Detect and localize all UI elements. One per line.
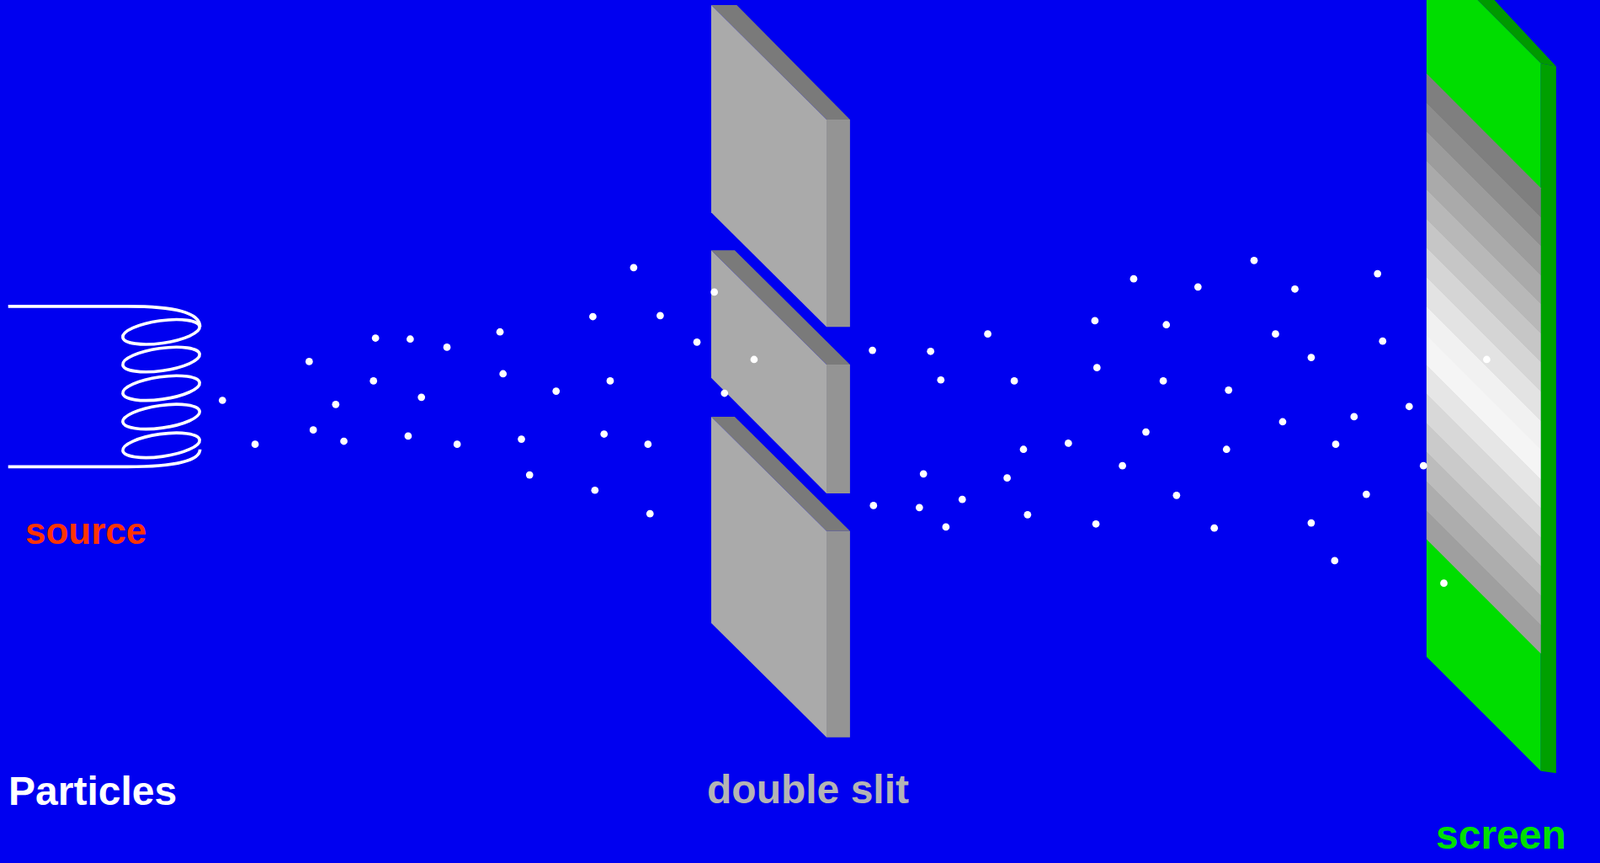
filament-lead: [8, 306, 201, 327]
plate-side: [826, 119, 851, 327]
particle-dot: [693, 338, 702, 346]
particle-dot: [1173, 491, 1181, 500]
particle-dot: [1093, 363, 1101, 372]
particle-dot: [1378, 337, 1387, 346]
particle-dot: [643, 440, 652, 448]
particle-dot: [1222, 445, 1231, 453]
particle-dot: [526, 471, 534, 479]
particle-dot: [1405, 402, 1414, 410]
particle-dot: [1224, 386, 1233, 394]
component-label: screen: [1435, 814, 1567, 856]
particle-dot: [1291, 285, 1299, 293]
source-filament: [8, 306, 202, 467]
particle-dot: [499, 370, 507, 378]
particle-dot: [406, 334, 415, 343]
particle-dot: [720, 389, 729, 398]
particle-dot: [1362, 490, 1371, 499]
particle-dot: [1118, 462, 1127, 470]
particle-dot: [1010, 377, 1019, 385]
particle-dot: [869, 501, 878, 510]
particle-dot: [1142, 428, 1150, 436]
particle-dot: [1373, 270, 1382, 278]
particle-dot: [517, 435, 526, 443]
particle-dot: [590, 486, 599, 495]
particle-dot: [656, 311, 665, 319]
particle-dot: [630, 263, 638, 272]
particle-dot: [936, 376, 945, 384]
particle-dot: [1307, 353, 1316, 362]
particle-dot: [1020, 445, 1028, 453]
source-label: source: [25, 510, 147, 553]
particle-dot: [340, 437, 348, 446]
particle-dot: [915, 504, 924, 512]
particle-dot: [1091, 317, 1100, 325]
particle-dots: [218, 256, 1491, 587]
coil-loop: [121, 428, 202, 462]
particle-dot: [251, 440, 260, 448]
particle-dot: [646, 510, 654, 518]
particle-dot: [1003, 473, 1011, 482]
particle-dot: [750, 356, 759, 364]
particle-dot: [372, 334, 380, 342]
filament-lead: [8, 449, 201, 468]
particle-dot: [1130, 275, 1138, 283]
double-slit-plates: [711, 5, 851, 738]
particle-dot: [1483, 356, 1491, 364]
plate-side: [826, 531, 851, 738]
component-label: double slit: [698, 765, 918, 813]
particle-dot: [1250, 256, 1259, 265]
particle-dot: [606, 377, 615, 385]
particle-dot: [589, 313, 597, 321]
particle-dot: [404, 432, 413, 441]
particle-dot: [1350, 413, 1358, 421]
particle-dot: [552, 387, 560, 395]
particle-dot: [1023, 510, 1032, 519]
particle-dot: [1440, 579, 1448, 587]
particle-dot: [958, 495, 967, 504]
particle-dot: [1332, 440, 1340, 448]
particle-dot: [1210, 524, 1218, 532]
particle-dot: [453, 440, 462, 448]
particle-dot: [218, 396, 227, 404]
interference-pattern: [1426, 73, 1542, 654]
particle-dot: [1307, 519, 1316, 527]
particle-dot: [868, 346, 877, 355]
particle-dot: [1271, 329, 1280, 338]
particle-dot: [942, 523, 951, 532]
coil-loop: [121, 399, 202, 433]
particle-dot: [1092, 520, 1101, 528]
particle-dot: [926, 347, 935, 356]
particle-dot: [600, 430, 608, 438]
particle-dot: [1194, 282, 1202, 291]
particle-dot: [1279, 418, 1287, 426]
screen-side: [1541, 63, 1557, 773]
plate-side: [826, 364, 851, 494]
coil-loop: [121, 342, 202, 376]
particle-dot: [1419, 462, 1428, 470]
particle-dot: [369, 377, 378, 385]
particle-dot: [710, 288, 718, 297]
particle-dot: [1159, 377, 1168, 385]
particle-dot: [443, 343, 452, 351]
detection-screen: [1426, 0, 1557, 773]
title-label: Particles: [8, 767, 177, 814]
coil-loop: [121, 315, 202, 349]
coil-loop: [121, 371, 202, 404]
particle-dot: [1162, 320, 1170, 329]
plate-face: [711, 416, 827, 738]
particle-dot: [919, 469, 928, 478]
particle-dot: [1330, 557, 1339, 565]
screen-face: [1426, 0, 1542, 771]
particle-dot: [417, 393, 426, 401]
particle-dot: [309, 425, 318, 434]
particle-dot: [496, 328, 505, 336]
particle-dot: [305, 357, 314, 366]
particle-dot: [1064, 439, 1073, 447]
particle-dot: [983, 329, 992, 338]
particle-dot: [332, 400, 341, 409]
